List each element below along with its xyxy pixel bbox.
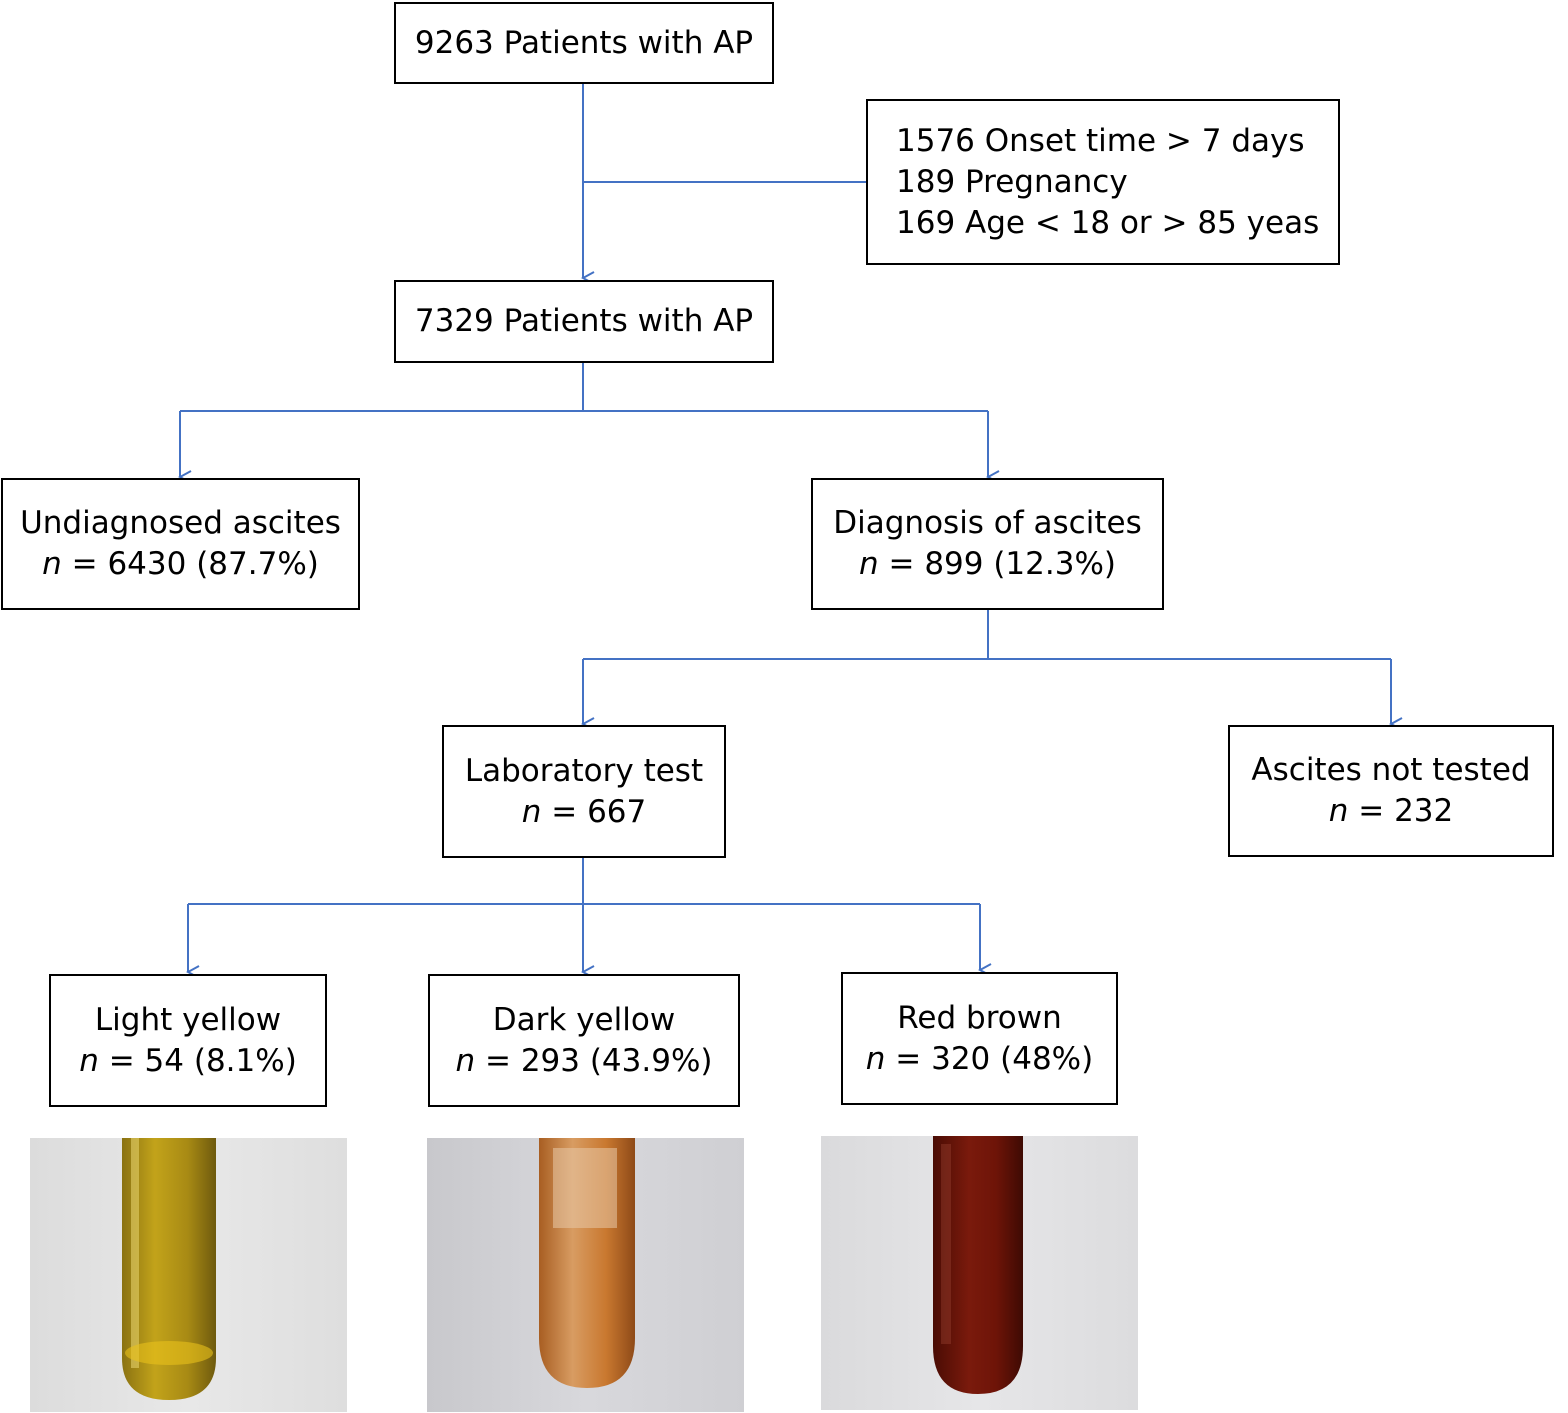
diagnosed-count-line: n = 899 (12.3%) xyxy=(859,544,1116,585)
dark-yellow-count-line: n = 293 (43.9%) xyxy=(455,1041,712,1082)
diagnosed-node: Diagnosis of ascites n = 899 (12.3%) xyxy=(811,478,1164,610)
red-brown-count: = 320 (48%) xyxy=(895,1040,1094,1077)
start-node-label: 9263 Patients with AP xyxy=(414,24,754,61)
n-symbol: n xyxy=(858,546,879,582)
n-symbol: n xyxy=(42,546,62,582)
light-yellow-tube-photo xyxy=(30,1138,347,1412)
undiagnosed-node: Undiagnosed ascites n = 6430 (87.7%) xyxy=(1,478,360,610)
red-brown-title: Red brown xyxy=(897,999,1062,1036)
n-symbol: n xyxy=(521,793,542,830)
start-node: 9263 Patients with AP xyxy=(394,2,774,84)
lab-test-title: Laboratory test xyxy=(464,752,704,789)
dark-yellow-node: Dark yellow n = 293 (43.9%) xyxy=(428,974,740,1107)
not-tested-node: Ascites not tested n = 232 xyxy=(1228,725,1554,857)
undiagnosed-count-line: n = 6430 (87.7%) xyxy=(42,544,319,585)
n-symbol: n xyxy=(455,1042,476,1079)
dark-yellow-tube-photo xyxy=(427,1138,744,1412)
light-yellow-count: = 54 (8.1%) xyxy=(108,1042,297,1079)
lab-test-node: Laboratory test n = 667 xyxy=(442,725,726,858)
diagnosed-count: = 899 (12.3%) xyxy=(888,546,1117,582)
exclusion-node: 1576 Onset time > 7 days 189 Pregnancy 1… xyxy=(866,99,1340,265)
not-tested-title: Ascites not tested xyxy=(1251,752,1531,788)
included-node: 7329 Patients with AP xyxy=(394,280,774,363)
not-tested-count-line: n = 232 xyxy=(1329,791,1454,832)
not-tested-count: = 232 xyxy=(1358,793,1454,829)
lab-test-count: = 667 xyxy=(551,793,647,830)
n-symbol: n xyxy=(1328,793,1349,829)
exclusion-line-pregnancy: 189 Pregnancy xyxy=(896,163,1128,200)
included-node-label: 7329 Patients with AP xyxy=(414,303,754,339)
red-brown-node: Red brown n = 320 (48%) xyxy=(841,972,1118,1105)
n-symbol: n xyxy=(79,1042,99,1079)
exclusion-line-onset: 1576 Onset time > 7 days xyxy=(896,122,1305,159)
diagnosed-title: Diagnosis of ascites xyxy=(833,505,1142,541)
exclusion-line-age: 169 Age < 18 or > 85 yeas xyxy=(896,204,1320,241)
red-brown-count-line: n = 320 (48%) xyxy=(866,1039,1093,1080)
red-brown-tube xyxy=(933,1136,1023,1394)
red-brown-tube-photo xyxy=(821,1136,1138,1410)
light-yellow-count-line: n = 54 (8.1%) xyxy=(79,1041,297,1082)
dark-yellow-title: Dark yellow xyxy=(492,1001,676,1038)
n-symbol: n xyxy=(865,1040,886,1077)
undiagnosed-title: Undiagnosed ascites xyxy=(20,505,341,541)
light-yellow-title: Light yellow xyxy=(94,1001,282,1038)
dark-yellow-count: = 293 (43.9%) xyxy=(484,1042,713,1079)
light-yellow-node: Light yellow n = 54 (8.1%) xyxy=(49,974,327,1107)
light-yellow-tube xyxy=(122,1138,216,1400)
lab-test-count-line: n = 667 xyxy=(522,792,647,833)
undiagnosed-count: = 6430 (87.7%) xyxy=(71,546,319,582)
